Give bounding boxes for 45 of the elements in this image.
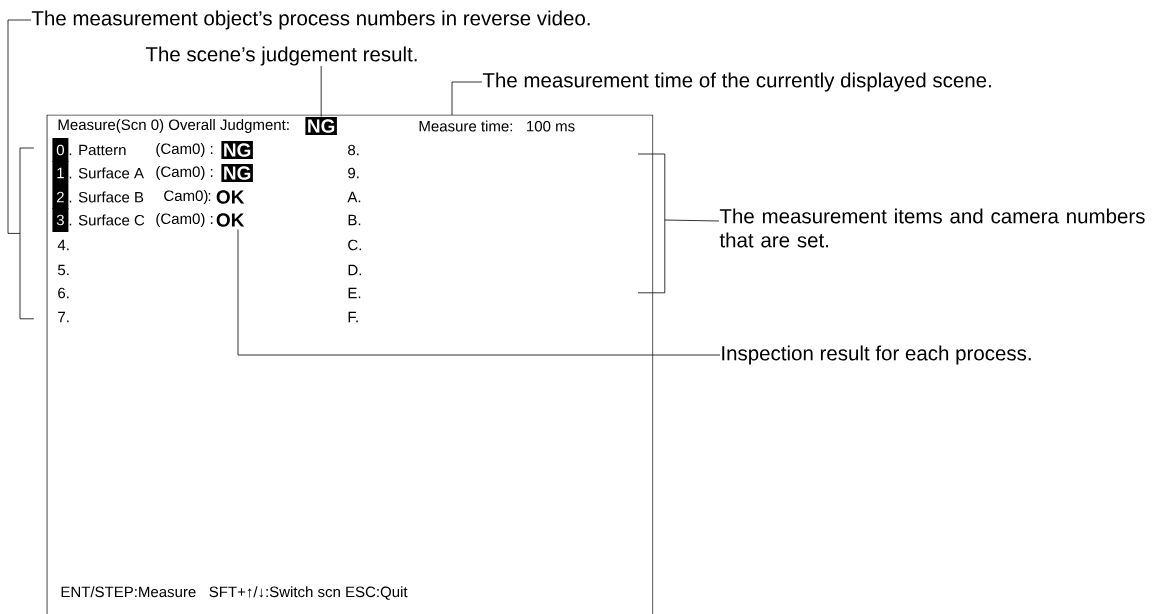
key-guide-text: ENT/STEP:Measure SFT+↑/↓:Switch scn ESC:Quit bbox=[61, 586, 408, 600]
screen-text: (Cam0) : bbox=[156, 213, 213, 227]
screen-text: Cam0) bbox=[164, 190, 208, 204]
bracket bbox=[637, 153, 666, 294]
screen-text: (Cam0) : bbox=[156, 166, 213, 180]
screen-text: . Pattern bbox=[69, 144, 126, 156]
screen-text: 4. bbox=[57, 239, 69, 251]
screen-text: . Surface B bbox=[69, 191, 144, 203]
screen-text: A. bbox=[347, 191, 361, 203]
screen-text: B. bbox=[348, 214, 361, 226]
measure-time-text: Measure time: 100 ms bbox=[419, 120, 575, 132]
callout-text: The measurement time of the currently displayed scene. bbox=[482, 72, 991, 92]
screen-text: 9. bbox=[348, 167, 359, 179]
screen-text: F. bbox=[348, 311, 358, 323]
header-text: Measure(Scn 0) Overall Judgment: bbox=[58, 119, 289, 133]
screen-text: 8. bbox=[348, 144, 359, 156]
leader-line bbox=[7, 19, 32, 234]
screen-text: : bbox=[208, 193, 211, 201]
bracket bbox=[19, 147, 35, 320]
leader-line bbox=[451, 81, 483, 116]
reverse-number: 3 bbox=[52, 208, 69, 232]
leader-line bbox=[664, 219, 720, 222]
screen-text: 7. bbox=[58, 311, 69, 323]
screen-text: . Surface C bbox=[69, 214, 145, 226]
screen-text: 5. bbox=[58, 264, 69, 276]
screen-text: D. bbox=[348, 264, 362, 276]
result-badge: NG bbox=[221, 141, 253, 159]
screen-text: 6. bbox=[58, 287, 69, 299]
result-text: OK bbox=[216, 190, 245, 204]
screen-text: (Cam0) : bbox=[156, 143, 213, 157]
leader-line bbox=[320, 65, 322, 117]
reverse-number: 1 bbox=[52, 161, 69, 185]
result-text: OK bbox=[216, 213, 245, 227]
reverse-number: 2 bbox=[52, 185, 69, 209]
callout-text: The scene’s judgement result. bbox=[145, 46, 417, 66]
leader-line bbox=[237, 229, 721, 356]
callout-text: The measurement object’s process numbers in reverse video. bbox=[31, 10, 590, 30]
judgement-badge: NG bbox=[305, 117, 337, 135]
reverse-number: 0 bbox=[52, 138, 69, 162]
screen-text: . Surface A bbox=[69, 167, 144, 179]
screen-text: C. bbox=[348, 239, 362, 251]
result-badge: NG bbox=[221, 164, 253, 182]
callout-text: The measurement items and camera numbers that are set. bbox=[719, 208, 1145, 248]
callout-text: Inspection result for each process. bbox=[722, 345, 1031, 365]
screen-text: E. bbox=[348, 287, 361, 299]
